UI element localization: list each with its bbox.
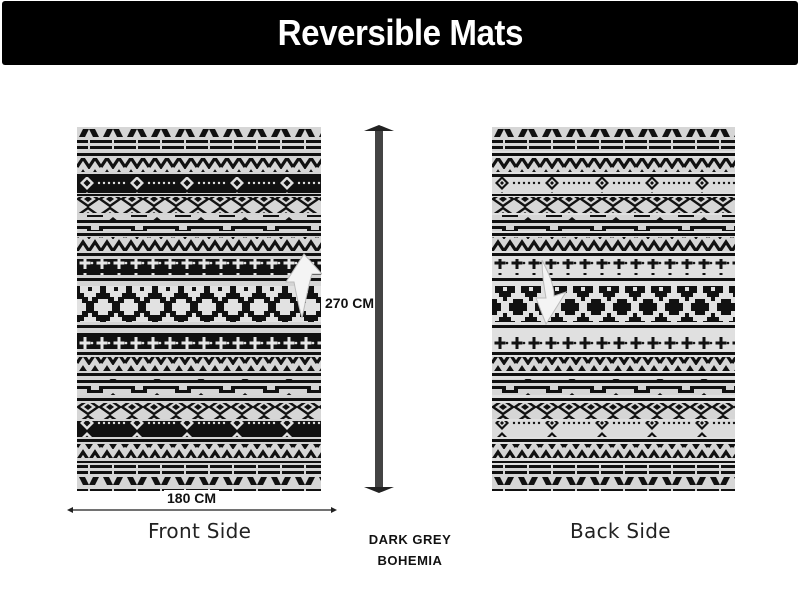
front-mat-image [77, 127, 321, 491]
flip-arrow-up-icon [282, 252, 324, 322]
color-name-line1: DARK GREY [368, 532, 452, 547]
flip-arrow-down-icon [532, 258, 576, 326]
width-dimension-arrow [67, 507, 337, 513]
back-side-label: Back Side [570, 519, 671, 543]
back-mat-image [492, 127, 735, 491]
color-style-name: DARK GREY BOHEMIA [340, 529, 480, 571]
page-title: Reversible Mats [277, 12, 523, 53]
color-name-line2: BOHEMIA [377, 553, 443, 568]
front-side-label: Front Side [148, 519, 252, 543]
height-label: 270 CM [325, 293, 375, 313]
height-dimension-arrow [364, 125, 394, 493]
title-banner: Reversible Mats [2, 1, 798, 65]
width-label: 180 CM [164, 490, 220, 506]
